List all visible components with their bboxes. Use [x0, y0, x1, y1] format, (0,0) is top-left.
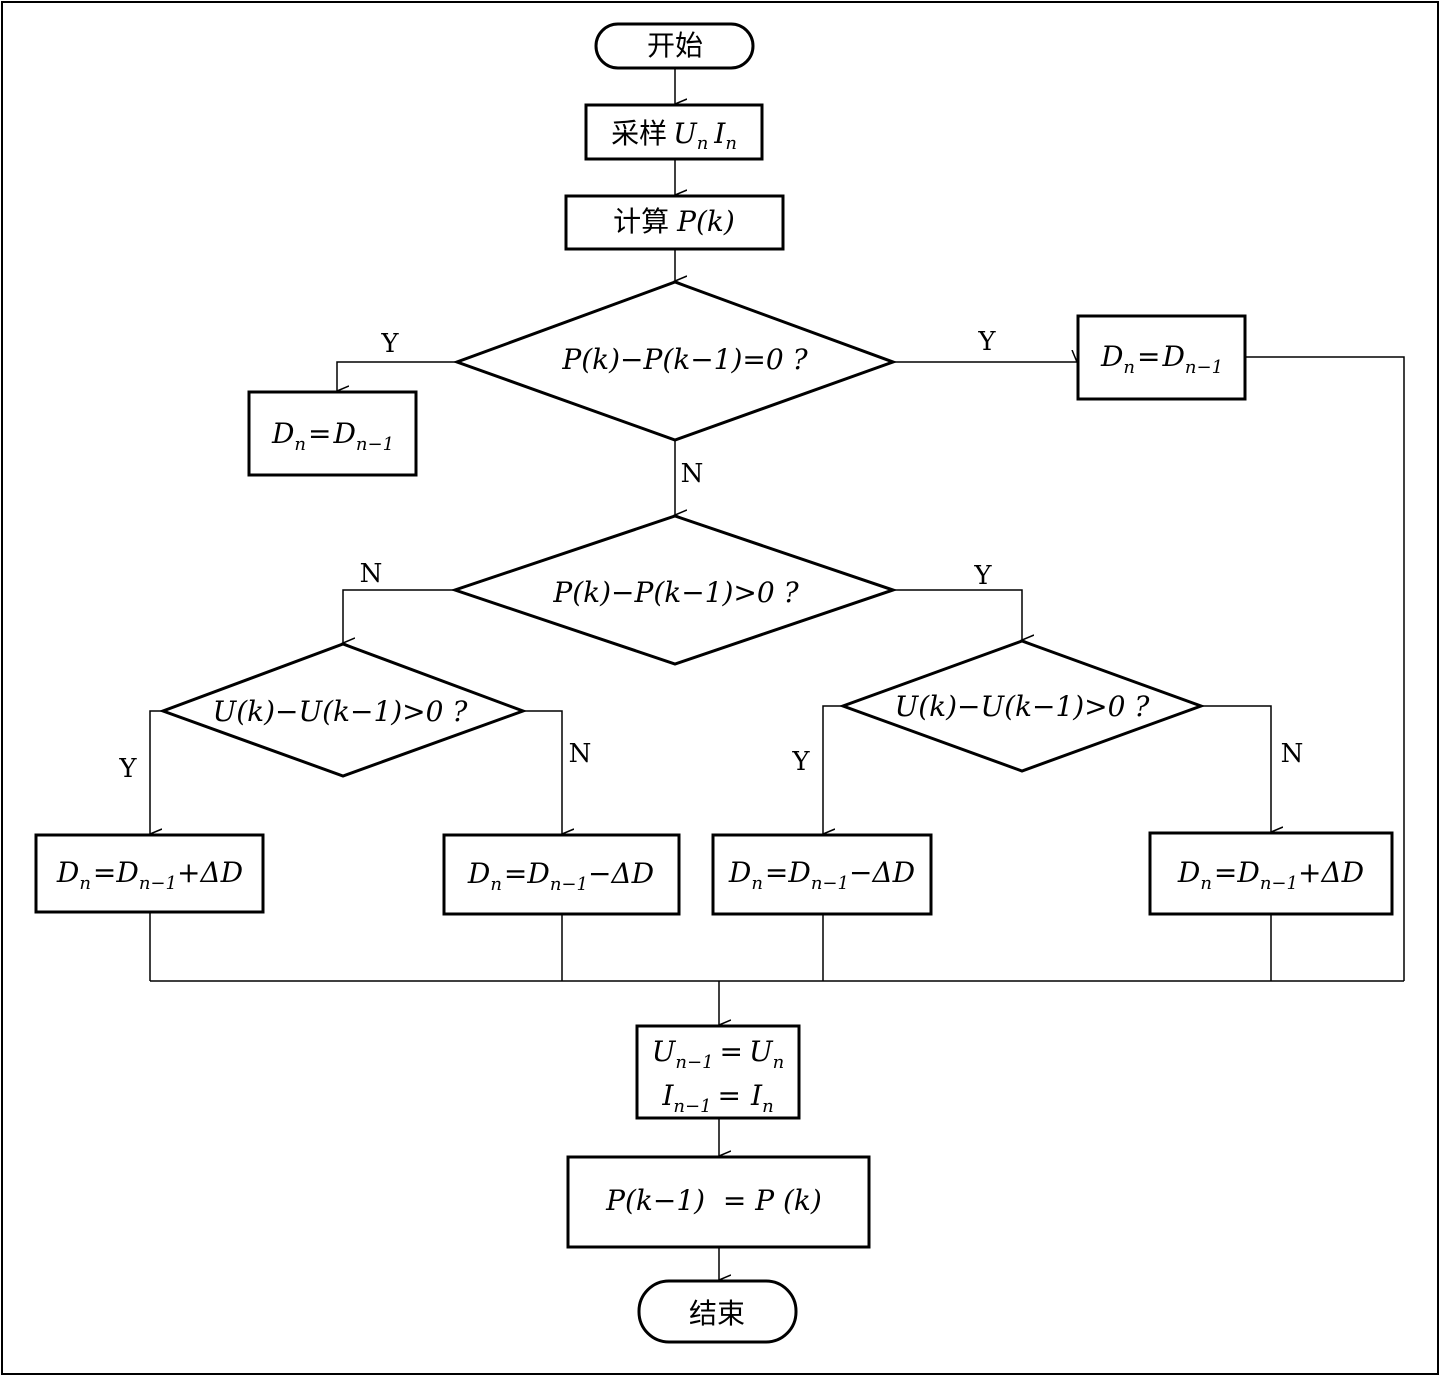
yes-label-d1-right: Y [977, 327, 996, 357]
no-label-d3-right: N [1281, 739, 1304, 769]
update-line1: Un−1=Un [652, 1035, 784, 1073]
box-ll-label: Dn=Dn−1+ΔD [56, 856, 243, 894]
box-lr [442, 833, 681, 916]
update-line2: In−1=In [661, 1079, 773, 1117]
decision-voltage-right [838, 639, 1206, 773]
decision1-label: P(k)−P(k−1)=0 ? [561, 343, 808, 376]
sample-prefix: 采样 [611, 117, 667, 150]
decision3-right-label: U(k)−U(k−1)>0 ? [895, 690, 1151, 723]
end-terminal [637, 1279, 798, 1344]
box-rl [711, 833, 933, 916]
decision3-left-label: U(k)−U(k−1)>0 ? [213, 695, 469, 728]
no-label-d2: N [360, 559, 383, 589]
box-keep-right [1076, 314, 1247, 401]
box-lr-label: Dn=Dn−1−ΔD [467, 857, 654, 895]
final-box [566, 1155, 871, 1249]
start-terminal [594, 22, 755, 70]
yes-label-d3-left: Y [118, 754, 137, 784]
yes-label-d1-left: Y [380, 329, 399, 359]
yes-label-d3-right: Y [791, 747, 810, 777]
sample-u-sub: n [697, 133, 709, 154]
box-rl-label: Dn=Dn−1−ΔD [728, 856, 915, 894]
decision-power-greater [450, 514, 898, 666]
sample-i-sub: n [725, 133, 737, 154]
box-rr-label: Dn=Dn−1+ΔD [1177, 856, 1364, 894]
no-label-d3-left: N [569, 739, 592, 769]
sample-u: U [673, 117, 698, 150]
decision-power-equal [452, 280, 898, 442]
start-label: 开始 [647, 29, 703, 62]
box-keep-right-label: Dn=Dn−1 [1100, 340, 1223, 378]
box-keep-left-label: Dn=Dn−1 [271, 417, 394, 455]
decision2-label: P(k)−P(k−1)>0 ? [552, 576, 799, 609]
end-label: 结束 [689, 1297, 745, 1330]
compute-box [564, 194, 785, 251]
sample-i: I [713, 117, 726, 150]
box-rr [1148, 831, 1394, 916]
sample-box [584, 103, 764, 161]
box-ll [34, 833, 265, 914]
yes-label-d2: Y [973, 561, 992, 591]
compute-prefix: 计算 [613, 205, 669, 238]
connector-lines [150, 68, 1405, 1280]
compute-expr: P(k) [676, 205, 735, 238]
decision-voltage-left [158, 642, 528, 778]
no-label-d1: N [681, 459, 704, 489]
box-keep-left [247, 390, 418, 477]
final-label: P(k−1) = P (k) [605, 1184, 822, 1217]
update-box [635, 1024, 801, 1120]
